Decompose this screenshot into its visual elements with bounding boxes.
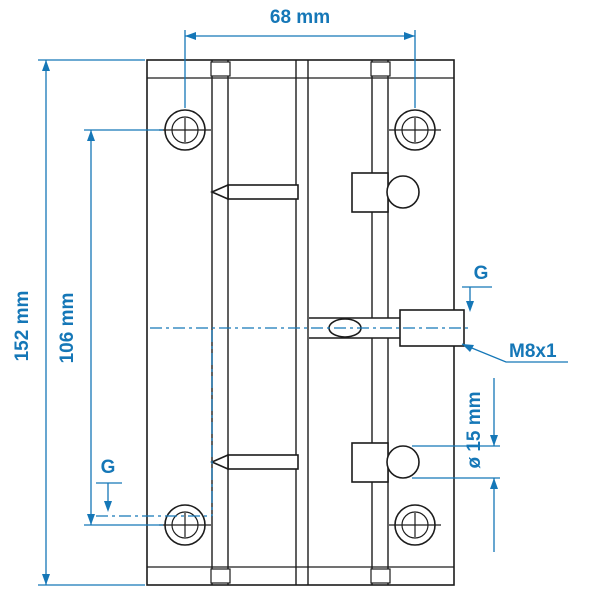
port-top-label: G xyxy=(474,263,489,284)
mounting-screw-top-right xyxy=(389,109,441,151)
overall-height-dimension-label: 152 mm xyxy=(12,291,33,362)
part-outline xyxy=(146,59,465,586)
mounting-screw-bottom-right xyxy=(389,504,441,546)
width-dimension-label: 68 mm xyxy=(270,7,330,28)
dimension-hole-spacing: 106 mm xyxy=(57,129,163,526)
port-callout-bottom: G xyxy=(96,457,122,512)
rail-end-screws xyxy=(210,61,391,584)
mounting-screw-top-left xyxy=(159,109,211,151)
port-callout-top: G xyxy=(462,263,492,312)
lower-stop-screw xyxy=(210,442,420,483)
hole-spacing-dimension-label: 106 mm xyxy=(57,293,78,364)
port-bottom-label: G xyxy=(101,457,116,478)
dimension-diameter: ø 15 mm xyxy=(412,378,500,552)
dimension-width: 68 mm xyxy=(184,7,416,108)
dimension-overall-height: 152 mm xyxy=(12,59,145,586)
diameter-dimension-label: ø 15 mm xyxy=(464,391,485,468)
mounting-screw-bottom-left xyxy=(159,504,211,546)
thread-callout: M8x1 xyxy=(461,341,568,363)
upper-stop-screw xyxy=(210,172,420,213)
thread-label: M8x1 xyxy=(509,341,557,362)
centerlines xyxy=(96,327,472,517)
